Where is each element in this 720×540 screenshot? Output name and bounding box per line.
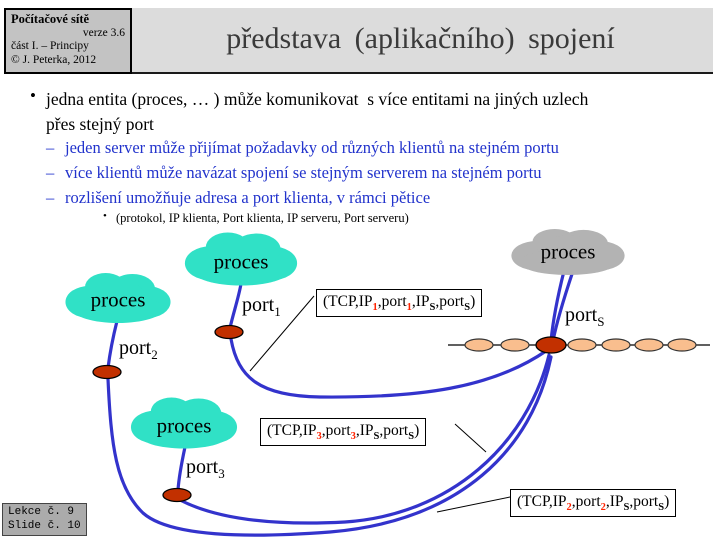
course-info-box: Počítačové sítě verze 3.6 část I. – Prin… bbox=[4, 8, 132, 74]
port3-label: port3 bbox=[186, 456, 225, 481]
process-label-1: proces bbox=[213, 249, 269, 274]
sub-bullet-3: rozlišení umožňuje adresa a port klienta… bbox=[65, 188, 431, 207]
course-copyright: © J. Peterka, 2012 bbox=[11, 53, 97, 66]
server-port-slot bbox=[567, 338, 597, 352]
bullet-glyph: • bbox=[103, 210, 107, 222]
server-port-slot bbox=[634, 338, 664, 352]
course-version: verze 3.6 bbox=[82, 26, 125, 39]
page-title: představa (aplikačního) spojení bbox=[226, 22, 615, 55]
process-label-3: proces bbox=[156, 413, 212, 438]
lecture-number: Lekce č. 9 bbox=[8, 506, 75, 518]
bullet-item-1: jedna entita (proces, … ) může komunikov… bbox=[46, 89, 589, 134]
connection-port1-portS bbox=[229, 337, 548, 399]
port2-label: port2 bbox=[119, 337, 158, 362]
callout-line-tuple3 bbox=[436, 496, 511, 513]
portS-ellipse bbox=[535, 336, 567, 354]
port2-ellipse bbox=[92, 364, 122, 380]
sub-bullet-2: více klientů může navázat spojení se ste… bbox=[65, 163, 542, 182]
stem-cloud2-port2 bbox=[106, 319, 119, 370]
stem-cloud3-port3 bbox=[176, 445, 187, 492]
bullet-glyph: • bbox=[30, 86, 36, 105]
dash-glyph: – bbox=[46, 138, 55, 157]
process-label-2: proces bbox=[90, 287, 146, 312]
tuple-box-2: (TCP,IP3,port3,IPS,portS) bbox=[260, 418, 427, 447]
slide-number: Slide č. 10 bbox=[8, 519, 81, 532]
sub-bullet-1: jeden server může přijímat požadavky od … bbox=[65, 138, 559, 157]
tuple-box-3: (TCP,IP2,port2,IPS,portS) bbox=[510, 489, 677, 518]
port3-ellipse bbox=[162, 487, 192, 503]
lecture-slide-box: Lekce č. 9 Slide č. 10 bbox=[2, 503, 87, 536]
stem-cloud1-port1 bbox=[228, 282, 243, 330]
course-part: část I. – Principy bbox=[11, 40, 89, 52]
title-bar: představa (aplikačního) spojení bbox=[128, 8, 713, 74]
tuple-box-1: (TCP,IP1,port1,IPS,portS) bbox=[316, 289, 483, 318]
dash-glyph: – bbox=[46, 188, 55, 207]
server-port-slot bbox=[500, 338, 530, 352]
course-name: Počítačové sítě bbox=[11, 12, 90, 26]
stem-server-cloud-portS-a bbox=[549, 269, 566, 343]
callout-line-tuple2 bbox=[454, 423, 487, 453]
sub-sub-bullet-1: (protokol, IP klienta, Port klienta, IP … bbox=[116, 211, 409, 225]
server-port-slot bbox=[601, 338, 631, 352]
portS-label: portS bbox=[565, 304, 605, 329]
server-port-slot bbox=[667, 338, 697, 352]
port1-ellipse bbox=[214, 324, 244, 340]
server-process-label: proces bbox=[540, 239, 596, 264]
dash-glyph: – bbox=[46, 163, 55, 182]
server-port-slot bbox=[464, 338, 494, 352]
port1-label: port1 bbox=[242, 294, 281, 319]
